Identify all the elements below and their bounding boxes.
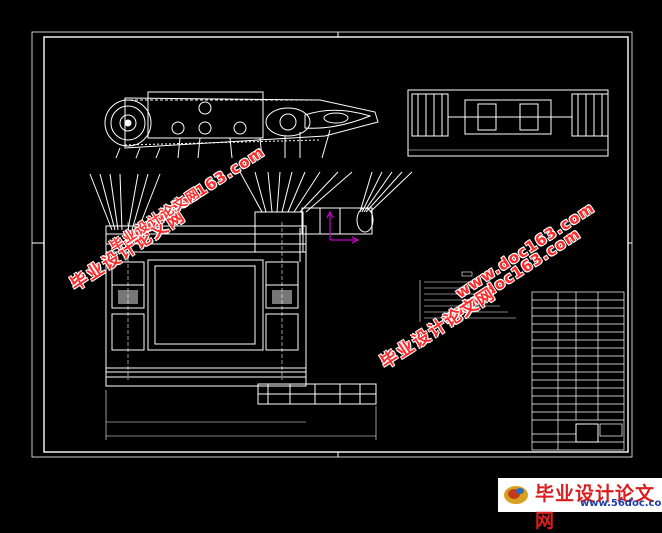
side-view bbox=[104, 91, 379, 159]
ucs-axis-marker bbox=[326, 210, 360, 244]
footer-url[interactable]: www.56doc.com bbox=[580, 498, 662, 509]
drawing-sheet: www.doc163.com 毕业设计论文网 www.doc163.com ww… bbox=[31, 31, 662, 532]
front-view bbox=[89, 171, 413, 440]
logo-icon bbox=[504, 486, 528, 504]
inner-frame bbox=[43, 36, 629, 453]
notes-block bbox=[419, 271, 516, 322]
cad-drawing bbox=[31, 31, 633, 458]
outer-frame bbox=[31, 31, 633, 458]
plan-view bbox=[407, 89, 609, 157]
title-block bbox=[531, 291, 625, 451]
